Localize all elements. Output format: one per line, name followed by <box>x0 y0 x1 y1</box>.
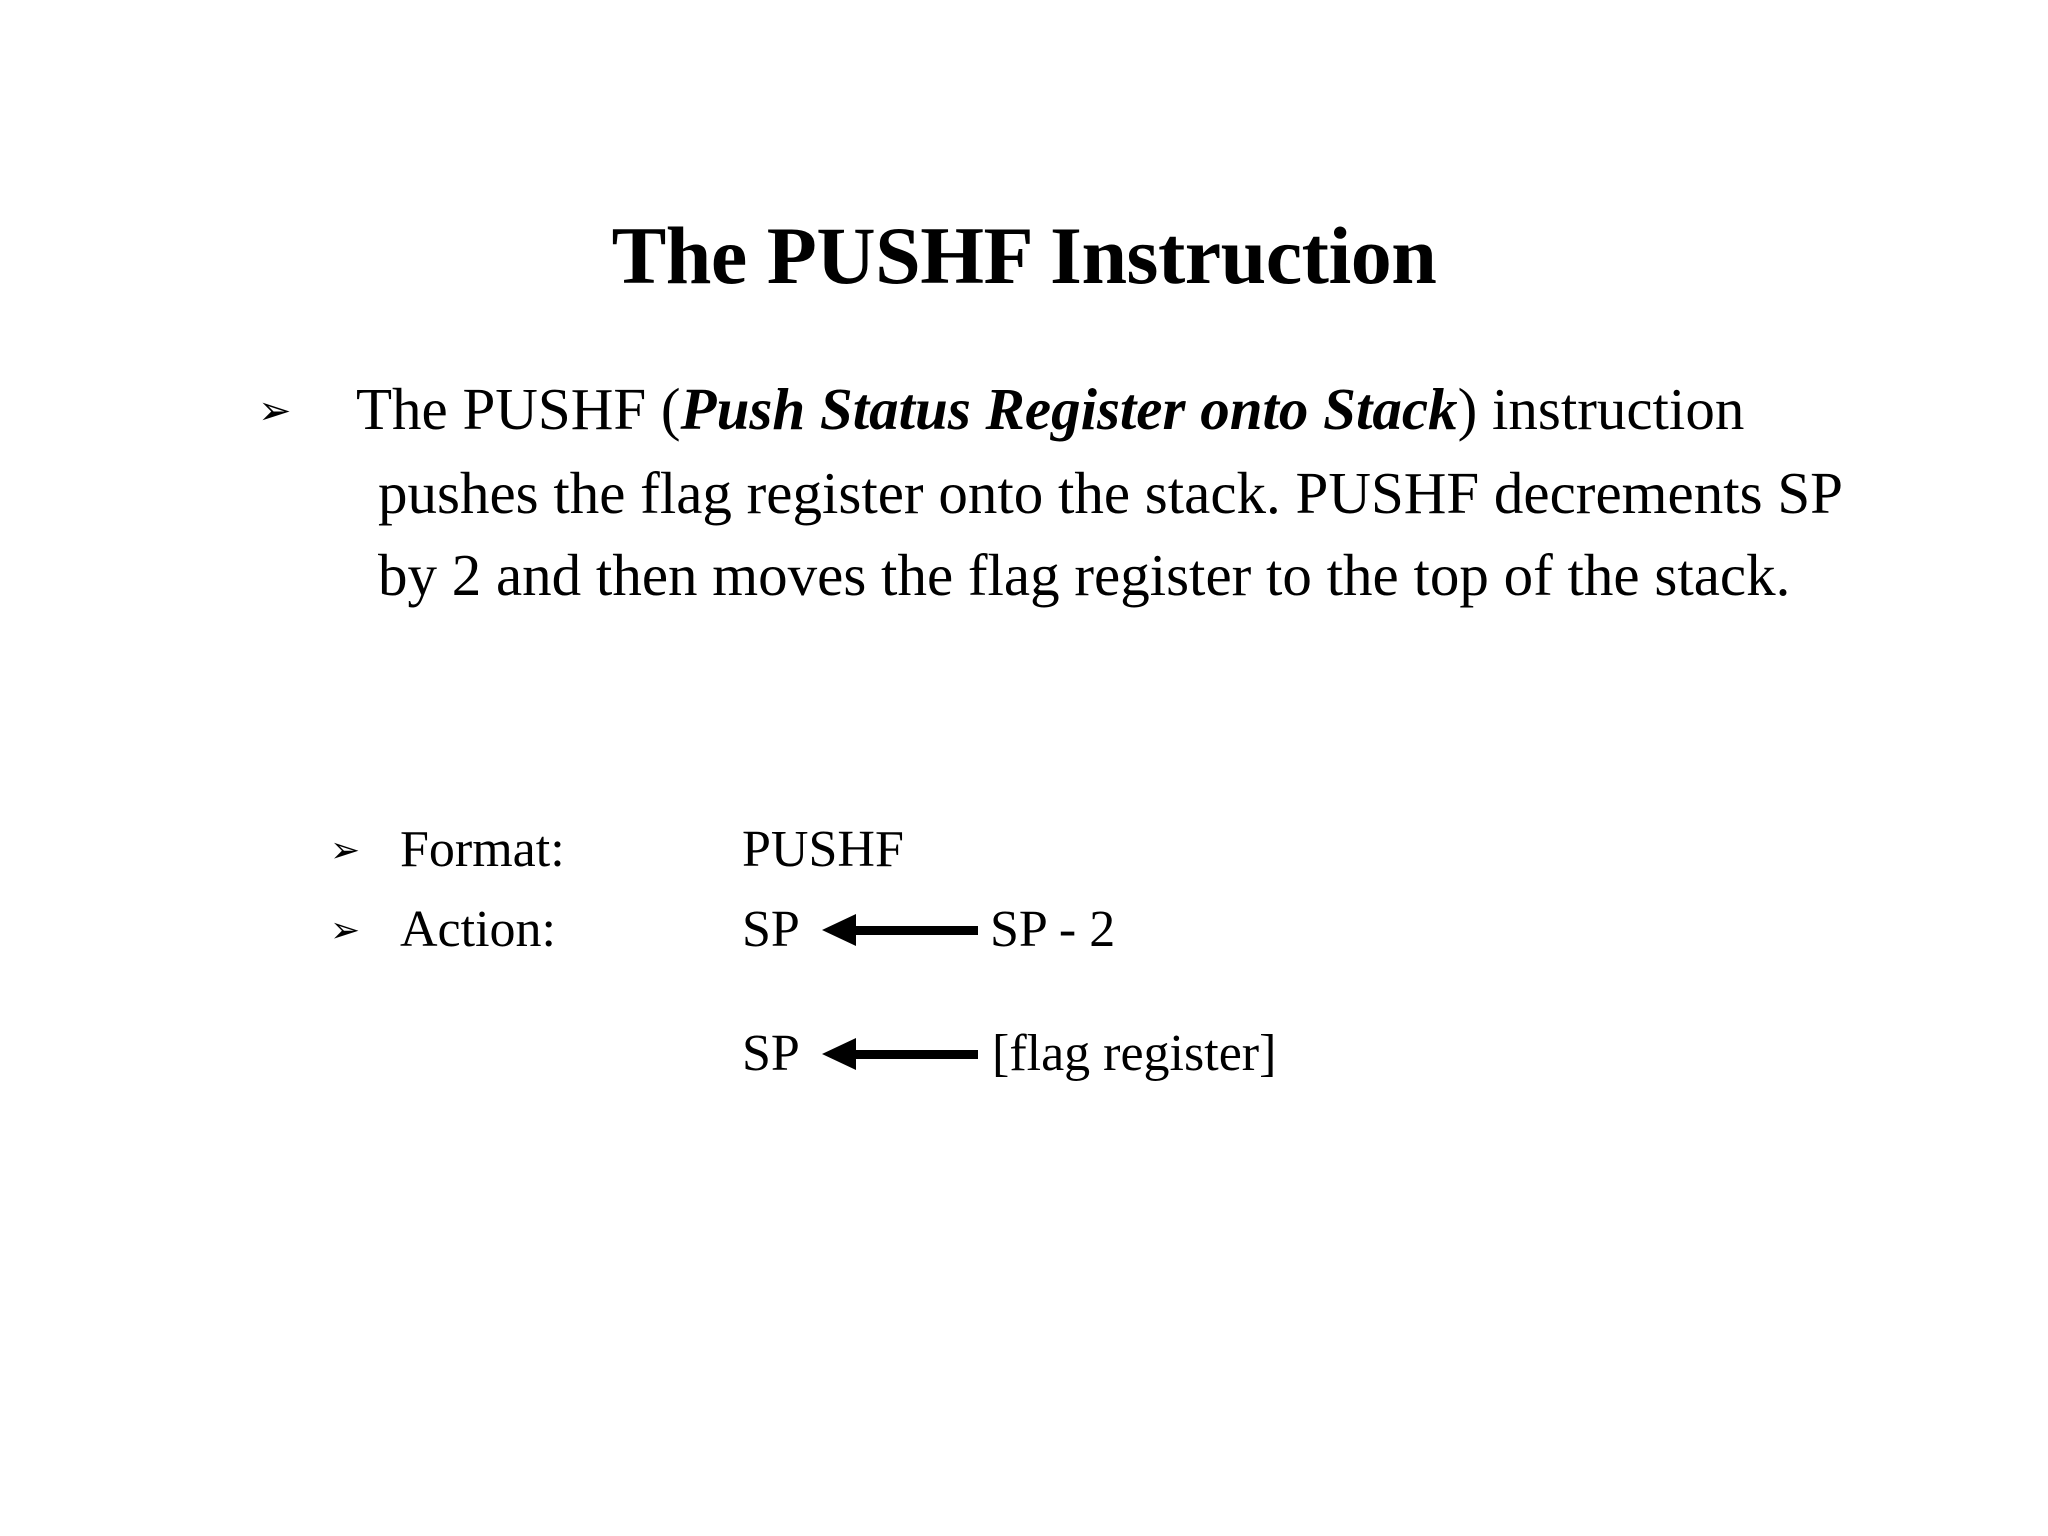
action-source: SP - 2 <box>990 901 1116 958</box>
page-title: The PUSHF Instruction <box>611 209 1437 301</box>
arrowhead-bullet-icon: ➢ <box>330 830 361 870</box>
bullet-text-lead: The PUSHF ( <box>356 376 681 442</box>
action-destination: SP <box>742 901 800 958</box>
spec-row-format: ➢ Format: PUSHF <box>330 810 1830 890</box>
spec-label-format: Format: <box>400 821 565 878</box>
left-arrow-icon <box>822 1038 978 1070</box>
left-arrow-icon <box>822 914 978 946</box>
spec-value-format: PUSHF <box>742 821 904 878</box>
action-destination: SP <box>742 1025 800 1082</box>
spec-block: ➢ Format: PUSHF ➢ Action: SP SP - 2 SP [… <box>330 810 1830 1082</box>
action-line-2: SP [flag register] <box>330 1014 1830 1094</box>
action-line-1: SP SP - 2 <box>330 890 1830 970</box>
bullet-text-tail: ) instruction pushes the flag register o… <box>378 376 1841 608</box>
arrowhead-bullet-icon: ➢ <box>258 388 292 433</box>
body-bullet-paragraph: ➢ The PUSHF (Push Status Register onto St… <box>258 368 1848 616</box>
bullet-text-emphasis: Push Status Register onto Stack <box>680 376 1458 442</box>
arrowhead-bullet-icon: ➢ <box>330 910 361 950</box>
action-source: [flag register] <box>992 1025 1277 1082</box>
spec-label-action: Action: <box>400 901 556 958</box>
spec-row-action: ➢ Action: <box>330 890 1830 970</box>
